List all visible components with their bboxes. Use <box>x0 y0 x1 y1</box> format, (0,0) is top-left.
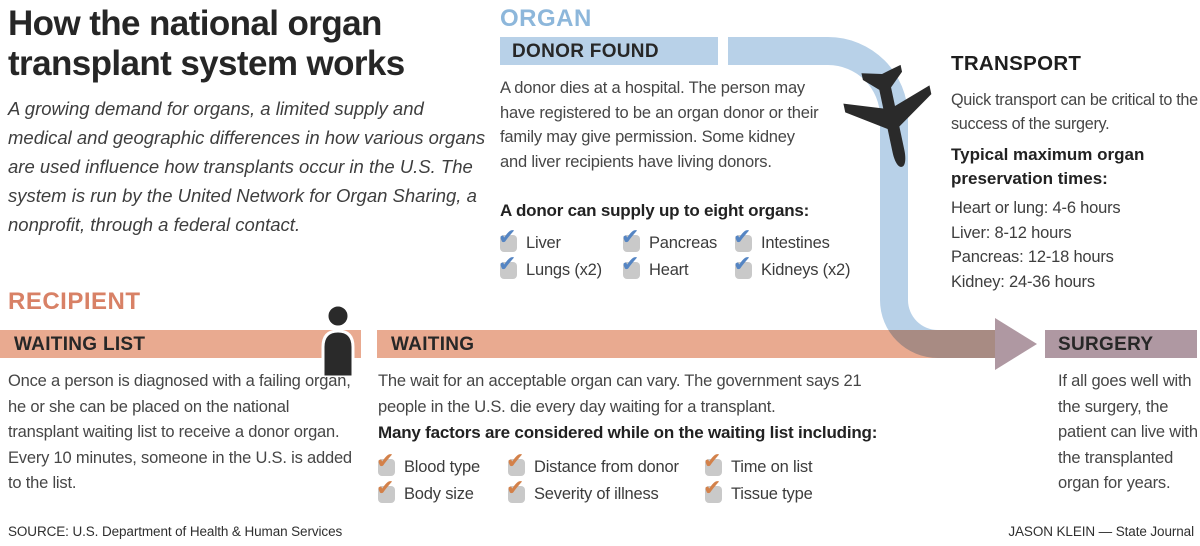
check-glyph: ✔ <box>506 449 525 474</box>
preservation-time: Kidney: 24-36 hours <box>951 272 1095 291</box>
waiting-list-label: WAITING LIST <box>14 334 146 355</box>
check-glyph: ✔ <box>376 476 395 501</box>
factor-item: ✔ Time on list <box>703 451 813 477</box>
check-icon: ✔ <box>376 478 395 503</box>
organ-checklist: ✔ Liver ✔ Pancreas ✔ Intestines ✔ Lungs … <box>498 227 851 284</box>
factor-item-label: Body size <box>404 485 474 503</box>
waiting-label: WAITING <box>391 334 475 355</box>
intro-text: A growing demand for organs, a limited s… <box>8 98 486 235</box>
factor-item: ✔ Tissue type <box>703 478 813 504</box>
source-credit: SOURCE: U.S. Department of Health & Huma… <box>8 524 343 539</box>
factor-item-label: Severity of illness <box>534 485 659 503</box>
organ-item: ✔ Liver <box>498 227 623 253</box>
page-title: How the national organ transplant system… <box>8 4 468 84</box>
organ-item-label: Pancreas <box>649 234 718 252</box>
check-icon: ✔ <box>733 227 752 252</box>
person-icon <box>321 303 355 379</box>
transport-heading: TRANSPORT <box>951 52 1082 75</box>
check-icon: ✔ <box>733 254 752 279</box>
organ-item-label: Liver <box>526 234 561 252</box>
surgery-body: If all goes well with the surgery, the p… <box>1058 372 1198 492</box>
factors-checklist-row: ✔ Blood type ✔ Distance from donor ✔ Tim… <box>376 451 813 481</box>
preservation-time: Pancreas: 12-18 hours <box>951 248 1114 266</box>
airplane-icon <box>843 64 932 167</box>
organ-checklist-row: ✔ Lungs (x2) ✔ Heart ✔ Kidneys (x2) <box>498 254 851 284</box>
organ-supply-heading: A donor can supply up to eight organs: <box>500 201 810 220</box>
organ-item: ✔ Kidneys (x2) <box>733 254 851 280</box>
factors-checklist: ✔ Blood type ✔ Distance from donor ✔ Tim… <box>376 451 813 508</box>
check-icon: ✔ <box>703 478 722 503</box>
factor-item-label: Distance from donor <box>534 458 679 476</box>
recipient-section-heading: RECIPIENT <box>8 288 141 315</box>
factor-item-label: Tissue type <box>731 485 813 503</box>
check-glyph: ✔ <box>703 476 722 501</box>
factor-item-label: Blood type <box>404 458 480 476</box>
factor-item: ✔ Distance from donor <box>506 451 705 477</box>
check-glyph: ✔ <box>498 225 517 250</box>
check-glyph: ✔ <box>506 476 525 501</box>
donor-found-label: DONOR FOUND <box>512 41 659 62</box>
check-icon: ✔ <box>506 478 525 503</box>
organ-item: ✔ Intestines <box>733 227 830 253</box>
waiting-list-body: Once a person is diagnosed with a failin… <box>8 372 352 492</box>
organ-item: ✔ Pancreas <box>621 227 735 253</box>
check-glyph: ✔ <box>703 449 722 474</box>
preservation-times-heading: Typical maximum organ preservation times… <box>951 145 1145 188</box>
factor-item: ✔ Severity of illness <box>506 478 705 504</box>
organ-item: ✔ Lungs (x2) <box>498 254 623 280</box>
check-icon: ✔ <box>498 254 517 279</box>
check-icon: ✔ <box>621 227 640 252</box>
organ-section-heading: ORGAN <box>500 5 592 32</box>
organ-checklist-row: ✔ Liver ✔ Pancreas ✔ Intestines <box>498 227 850 257</box>
preservation-time: Heart or lung: 4-6 hours <box>951 199 1121 217</box>
organ-item-label: Heart <box>649 261 689 279</box>
check-glyph: ✔ <box>733 252 752 277</box>
check-glyph: ✔ <box>733 225 752 250</box>
factors-checklist-row: ✔ Body size ✔ Severity of illness ✔ Tiss… <box>376 478 813 508</box>
factor-item-label: Time on list <box>731 458 813 476</box>
check-icon: ✔ <box>498 227 517 252</box>
check-icon: ✔ <box>506 451 525 476</box>
check-icon: ✔ <box>703 451 722 476</box>
check-icon: ✔ <box>376 451 395 476</box>
preservation-time: Liver: 8-12 hours <box>951 223 1072 242</box>
organ-item: ✔ Heart <box>621 254 735 280</box>
check-glyph: ✔ <box>621 225 640 250</box>
flow-arrowhead-icon <box>995 318 1037 370</box>
organ-item-label: Lungs (x2) <box>526 261 602 279</box>
author-credit: JASON KLEIN — State Journal <box>1008 524 1194 539</box>
factor-item: ✔ Body size <box>376 478 508 504</box>
check-glyph: ✔ <box>498 252 517 277</box>
surgery-label: SURGERY <box>1058 334 1154 355</box>
waiting-body: The wait for an acceptable organ can var… <box>378 372 862 416</box>
check-glyph: ✔ <box>621 252 640 277</box>
transport-body: Quick transport can be critical to the s… <box>951 91 1198 133</box>
organ-item-label: Intestines <box>761 234 830 252</box>
factors-heading: Many factors are considered while on the… <box>378 423 878 442</box>
page-title-line2: transplant system works <box>8 44 405 83</box>
check-icon: ✔ <box>621 254 640 279</box>
check-glyph: ✔ <box>376 449 395 474</box>
page-title-line1: How the national organ <box>8 4 382 43</box>
preservation-times-list: Heart or lung: 4-6 hours Liver: 8-12 hou… <box>951 196 1121 294</box>
factor-item: ✔ Blood type <box>376 451 508 477</box>
organ-item-label: Kidneys (x2) <box>761 261 851 279</box>
donor-found-body: A donor dies at a hospital. The person m… <box>500 79 819 171</box>
